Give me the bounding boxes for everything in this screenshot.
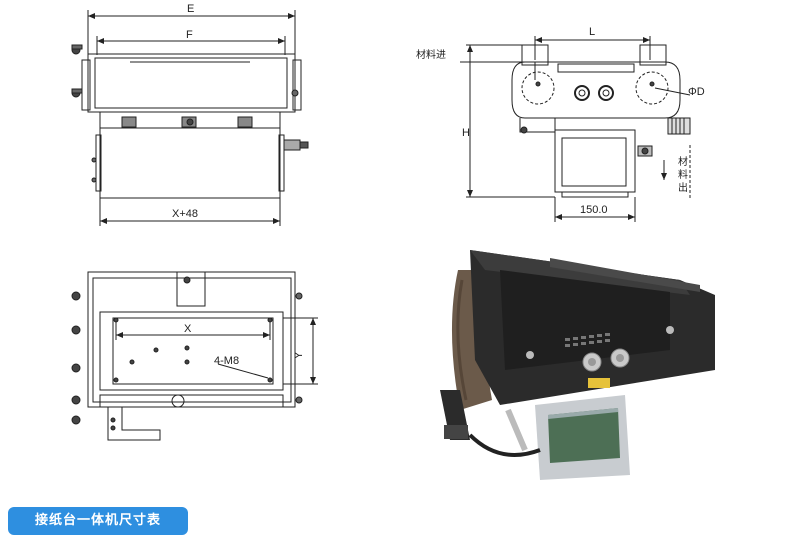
dim-f-label: F xyxy=(186,29,193,41)
product-photo xyxy=(440,250,715,480)
material-out-char-1: 材 xyxy=(678,155,688,168)
dim-y-label: Y xyxy=(293,351,305,359)
material-out-char-2: 料 xyxy=(678,168,688,181)
dim-150-label: 150.0 xyxy=(580,204,608,216)
dim-h-label: H xyxy=(462,127,470,139)
top-view xyxy=(71,271,318,441)
side-view xyxy=(460,36,691,222)
dim-phid-label: ΦD xyxy=(688,86,705,98)
front-view xyxy=(71,10,309,226)
m8-label: 4-M8 xyxy=(214,355,239,367)
dim-e-label: E xyxy=(187,3,194,15)
dim-x-label: X xyxy=(184,323,192,335)
material-in-label: 材料进 xyxy=(416,48,446,61)
section-tag: 接纸台一体机尺寸表 xyxy=(8,507,188,535)
dim-x48-label: X+48 xyxy=(172,208,198,220)
dim-l-label: L xyxy=(589,26,595,38)
material-out-char-3: 出 xyxy=(678,181,688,194)
